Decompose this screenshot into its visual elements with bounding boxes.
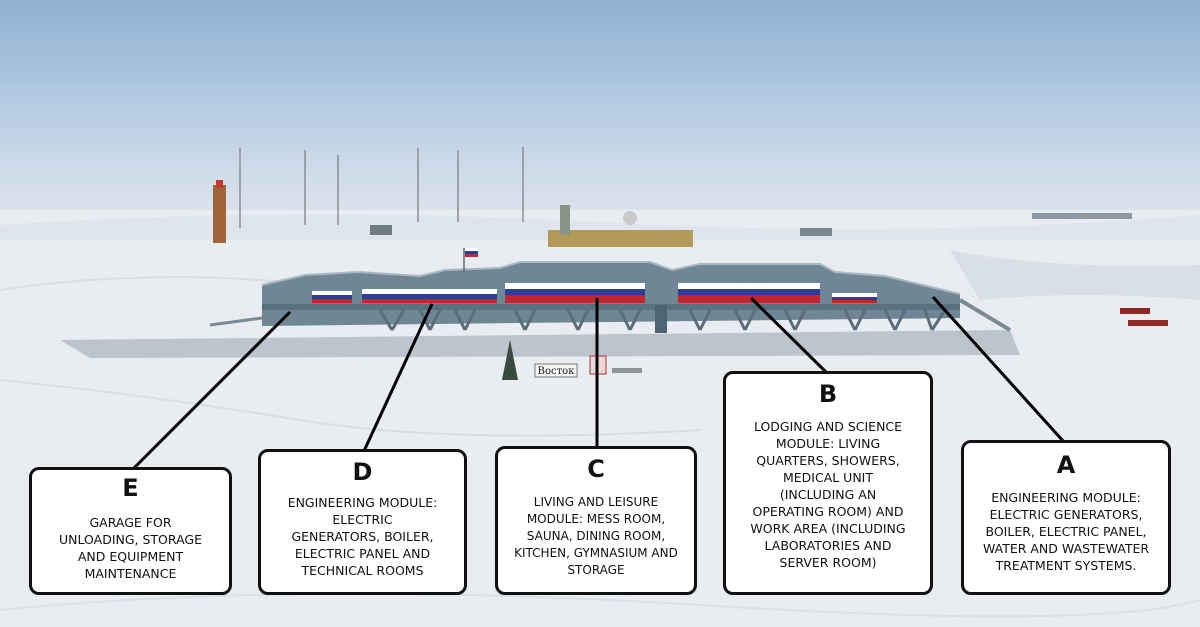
snow-drift — [950, 250, 1200, 300]
module-e-description: GARAGE FOR UNLOADING, STORAGE AND EQUIPM… — [59, 515, 202, 581]
radome — [623, 211, 637, 225]
vostok-sign: Восток — [538, 366, 576, 377]
module-c-letter: C — [587, 455, 605, 483]
station-stilts — [378, 309, 947, 331]
central-pillar — [655, 305, 667, 333]
russian-flag — [465, 248, 478, 251]
module-e-card: E GARAGE FOR UNLOADING, STORAGE AND EQUI… — [29, 467, 232, 595]
module-d-description: ENGINEERING MODULE: ELECTRIC GENERATORS,… — [287, 495, 438, 578]
snow-track — [0, 379, 701, 437]
distant-hangar — [1032, 213, 1132, 219]
module-d-letter: D — [352, 458, 373, 486]
module-d-card: D ENGINEERING MODULE: ELECTRIC GENERATOR… — [258, 449, 467, 595]
horizon-haze — [0, 214, 1200, 240]
distant-tank — [560, 205, 570, 235]
station-shadow — [60, 330, 1020, 358]
module-c-card: C LIVING AND LEISURE MODULE: MESS ROOM, … — [495, 446, 697, 595]
fuel-barrels — [1120, 308, 1150, 314]
left-ramp — [209, 316, 263, 327]
module-a-description: ENGINEERING MODULE: ELECTRIC GENERATORS,… — [982, 490, 1150, 573]
distant-hut — [370, 225, 392, 235]
module-c-description: LIVING AND LEISURE MODULE: MESS ROOM, SA… — [514, 495, 678, 577]
module-b-description: LODGING AND SCIENCE MODULE: LIVING QUART… — [750, 419, 906, 570]
tower-top — [216, 180, 223, 188]
leader-line-e — [131, 310, 292, 471]
module-e-letter: E — [122, 474, 139, 502]
leader-lines — [131, 295, 1066, 471]
right-stairs — [958, 298, 1012, 332]
antenna-masts — [239, 147, 524, 228]
vostok-sign-board — [534, 363, 578, 378]
module-b-card: B LODGING AND SCIENCE MODULE: LIVING QUA… — [723, 371, 933, 595]
snow-track — [0, 592, 1200, 618]
old-station-building — [548, 230, 693, 247]
module-a-card: A ENGINEERING MODULE: ELECTRIC GENERATOR… — [961, 440, 1171, 595]
fuel-barrels — [1128, 320, 1168, 326]
module-a-letter: A — [1056, 451, 1076, 479]
sign-bench — [612, 368, 642, 373]
distant-shed — [800, 228, 832, 236]
drill-tower — [213, 185, 226, 243]
module-b-letter: B — [818, 380, 838, 408]
small-tree — [502, 340, 518, 380]
